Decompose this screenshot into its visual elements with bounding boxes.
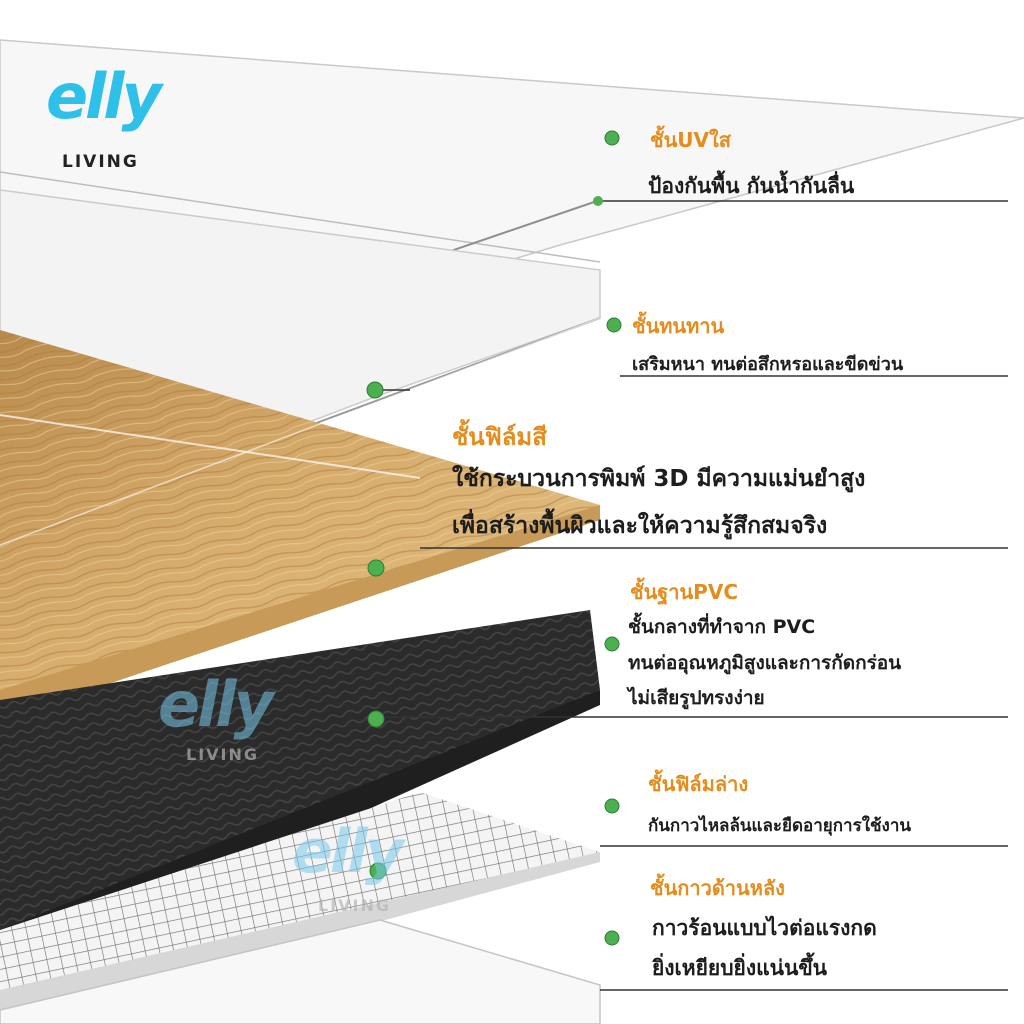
marker-dot <box>604 130 620 146</box>
marker-dot <box>369 862 387 880</box>
marker-dot <box>604 636 620 652</box>
adhesive-layer-shape <box>0 919 601 1024</box>
layer-desc-wear: เสริมหนา ทนต่อสึกหรอและขีดข่วน <box>632 354 904 375</box>
layer-title-adhesive: ชั้นกาวด้านหลัง <box>650 876 785 900</box>
layer-title-lower-film: ชั้นฟิล์มล่าง <box>648 772 749 796</box>
layer-title-uv: ชั้นUVใส <box>650 128 731 152</box>
layer-desc-color-film-2: เพื่อสร้างพื้นผิวและให้ความรู้สึกสมจริง <box>452 513 828 539</box>
layer-desc-adhesive-2: ยิ่งเหยียบยิ่งแน่นขึ้น <box>652 956 828 980</box>
watermark-logo: elly <box>158 668 274 741</box>
watermark-logo-sub: LIVING <box>318 896 392 915</box>
marker-dot <box>366 381 384 399</box>
brand-logo-sub: LIVING <box>62 152 139 172</box>
layer-desc-adhesive-1: กาวร้อนแบบไวต่อแรงกด <box>652 916 877 940</box>
watermark-logo: elly <box>292 817 404 887</box>
marker-dot <box>606 317 622 333</box>
layer-desc-lower-film: กันกาวไหลล้นและยืดอายุการใช้งาน <box>648 816 912 836</box>
marker-dot <box>367 559 385 577</box>
layer-title-pvc: ชั้นฐานPVC <box>630 580 738 604</box>
layer-title-color-film: ชั้นฟิล์มสี <box>452 423 547 451</box>
watermark-logo-sub: LIVING <box>186 745 260 764</box>
layer-desc-color-film-1: ใช้กระบวนการพิมพ์ 3D มีความแม่นยำสูง <box>452 466 866 492</box>
marker-dot <box>367 710 385 728</box>
brand-logo: elly <box>46 60 162 133</box>
marker-dot <box>604 798 620 814</box>
layer-desc-uv: ป้องกันพื้น กันน้ำกันลื่น <box>648 174 855 198</box>
layer-title-wear: ชั้นทนทาน <box>632 314 725 338</box>
marker-dot <box>604 930 620 946</box>
layer-desc-pvc-1: ชั้นกลางที่ทำจาก PVC <box>628 616 816 638</box>
marker-dot <box>593 196 603 206</box>
layer-desc-pvc-3: ไม่เสียรูปทรงง่าย <box>628 687 765 709</box>
layer-desc-pvc-2: ทนต่ออุณหภูมิสูงและการกัดกร่อน <box>628 652 902 674</box>
